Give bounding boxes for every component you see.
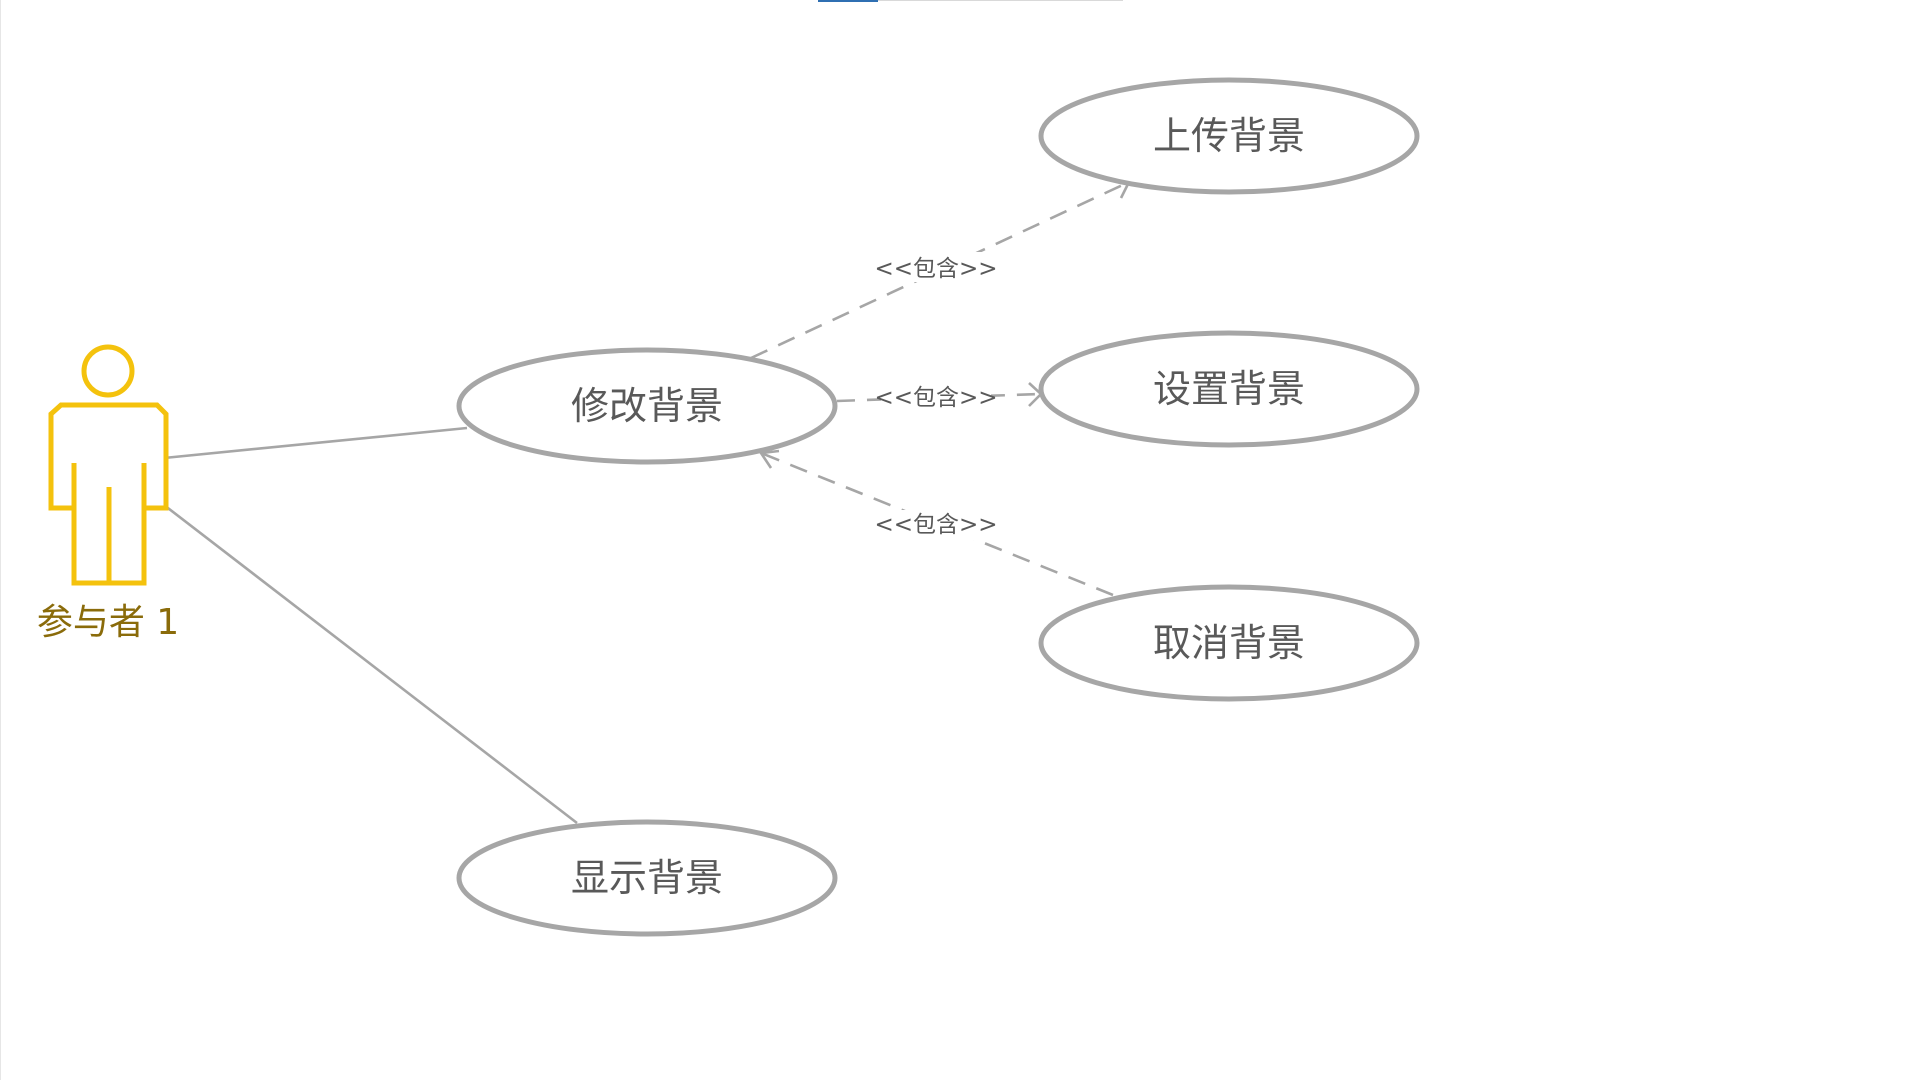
usecase-modify[interactable]: 修改背景 [456,347,838,465]
top-tab-divider [878,0,1123,1]
usecase-display-label: 显示背景 [571,856,723,900]
usecase-cancel-ellipse[interactable] [1038,584,1420,702]
actor-head-icon [81,344,135,398]
usecase-set[interactable]: 设置背景 [1038,330,1420,448]
include-label-upload: <<包含>> [874,256,997,282]
include-label-bg-cancel [881,510,991,540]
usecase-display-ellipse[interactable] [456,819,838,937]
usecase-set-ellipse[interactable] [1038,330,1420,448]
actor-label: 参与者 1 [37,602,179,643]
usecase-modify-ellipse[interactable] [456,347,838,465]
usecase-set-label: 设置背景 [1153,367,1305,411]
association-actor-modify[interactable] [163,426,468,460]
include-label-bg-set [881,384,991,414]
usecase-upload-ellipse[interactable] [1038,77,1420,195]
actor-stick-figure[interactable] [48,344,169,586]
include-label-cancel: <<包含>> [874,512,997,538]
include-modify-upload[interactable] [750,180,1130,360]
include-label-bg-upload [881,252,991,282]
usecase-cancel[interactable]: 取消背景 [1038,584,1420,702]
usecase-cancel-label: 取消背景 [1153,621,1305,665]
usecase-modify-label: 修改背景 [571,384,723,428]
association-actor-display[interactable] [163,503,578,825]
include-label-set: <<包含>> [874,385,997,411]
usecase-upload[interactable]: 上传背景 [1038,77,1420,195]
top-tab-indicator [818,0,878,2]
usecase-upload-label: 上传背景 [1153,114,1305,158]
usecase-display[interactable]: 显示背景 [456,819,838,937]
